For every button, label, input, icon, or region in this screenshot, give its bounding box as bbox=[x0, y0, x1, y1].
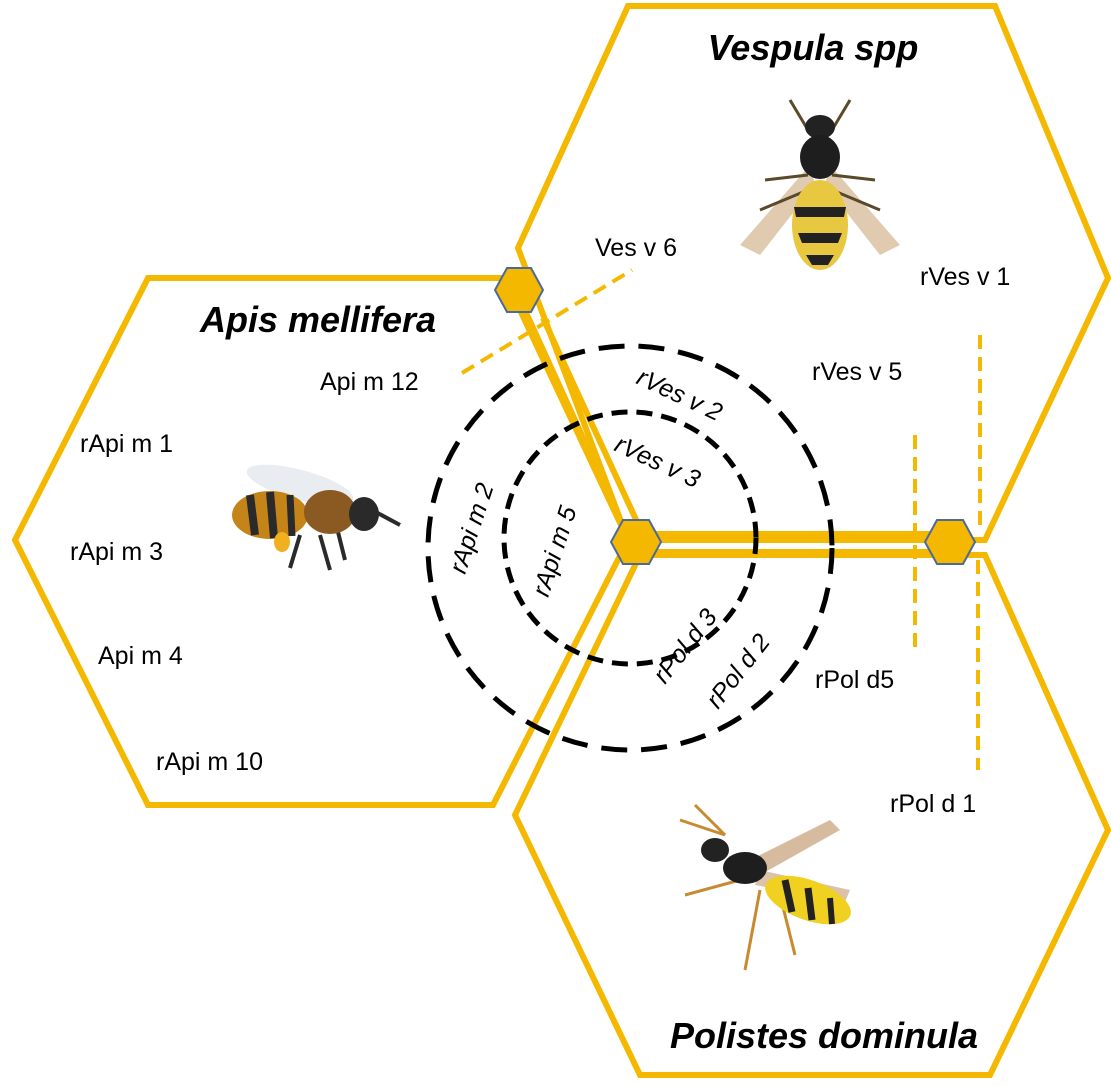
label-rves-v1: rVes v 1 bbox=[920, 263, 1010, 291]
node-hexagon-center bbox=[611, 520, 661, 564]
node-hexagon-right bbox=[925, 520, 975, 564]
label-api-m12: Api m 12 bbox=[320, 368, 419, 396]
label-rapi-m1: rApi m 1 bbox=[80, 430, 173, 458]
label-rapi-m10: rApi m 10 bbox=[156, 748, 263, 776]
label-rpol-d5: rPol d5 bbox=[815, 666, 894, 694]
label-rapi-m3: rApi m 3 bbox=[70, 538, 163, 566]
label-ves-v6: Ves v 6 bbox=[595, 234, 677, 262]
label-rves-v5: rVes v 5 bbox=[812, 358, 902, 386]
label-rpol-d1: rPol d 1 bbox=[890, 790, 976, 818]
title-vespula: Vespula spp bbox=[708, 27, 919, 68]
title-polistes: Polistes dominula bbox=[670, 1015, 978, 1056]
title-apis: Apis mellifera bbox=[199, 299, 436, 340]
label-api-m4: Api m 4 bbox=[98, 642, 183, 670]
